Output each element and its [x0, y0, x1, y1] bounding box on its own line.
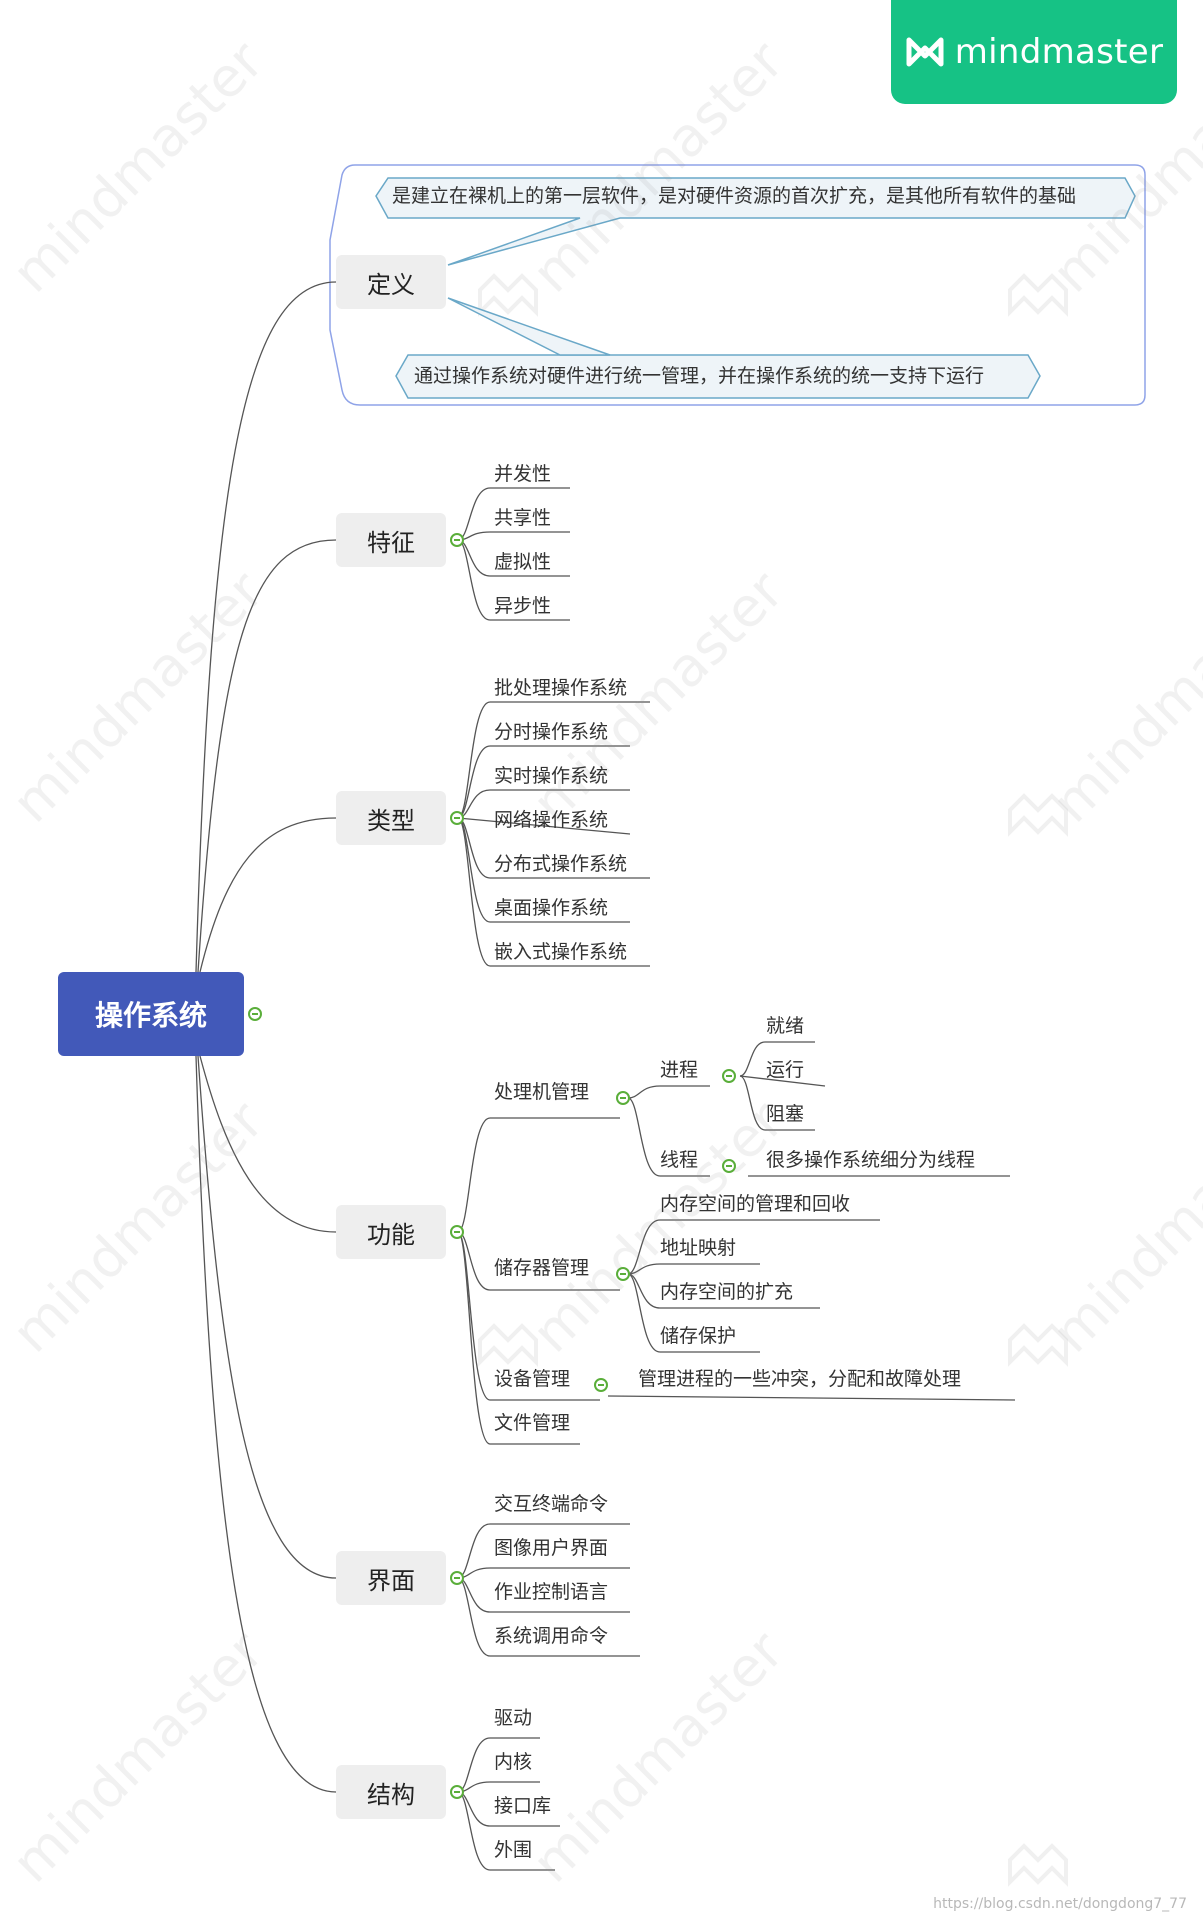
- types-collapse-toggle[interactable]: [450, 811, 464, 825]
- memory-item: 地址映射: [660, 1237, 737, 1259]
- watermark: mindmaster: [1040, 1089, 1203, 1365]
- connector-root-definition: [195, 281, 337, 973]
- logo-text: mindmaster: [954, 32, 1164, 72]
- branch-interface[interactable]: 界面: [336, 1551, 446, 1605]
- root-collapse-toggle[interactable]: [248, 1007, 262, 1021]
- connector-root-types: [199, 817, 337, 973]
- types-item: 实时操作系统: [494, 765, 609, 787]
- definition-group-frame: [329, 164, 1146, 406]
- branch-interface-label: 界面: [367, 1566, 415, 1595]
- connector-root-interface: [197, 1055, 337, 1579]
- structure-item: 外围: [494, 1839, 533, 1861]
- watermark: mindmaster: [0, 1619, 276, 1895]
- root-node[interactable]: 操作系统: [58, 972, 244, 1056]
- watermark-logo-icon: [478, 1323, 538, 1367]
- branch-functions-label: 功能: [367, 1220, 415, 1249]
- thread-node: 线程: [660, 1149, 699, 1171]
- memory-item: 内存空间的管理和回收: [660, 1193, 851, 1215]
- structure-item: 内核: [494, 1751, 533, 1773]
- types-item: 分布式操作系统: [494, 853, 628, 875]
- watermark: mindmaster: [0, 559, 276, 835]
- branch-functions[interactable]: 功能: [336, 1205, 446, 1259]
- interface-item: 系统调用命令: [494, 1625, 609, 1647]
- process-state: 阻塞: [766, 1103, 805, 1125]
- root-label: 操作系统: [94, 999, 207, 1032]
- definition-note-2-pointer: [447, 297, 611, 356]
- types-item: 分时操作系统: [494, 721, 609, 743]
- footer-url: https://blog.csdn.net/dongdong7_77: [933, 1896, 1187, 1912]
- memory-item: 储存保护: [660, 1325, 737, 1347]
- types-item: 嵌入式操作系统: [494, 941, 628, 963]
- thread-collapse-toggle[interactable]: [722, 1159, 736, 1173]
- memory-item: 内存空间的扩充: [660, 1281, 794, 1303]
- watermark-logo-icon: [1008, 273, 1068, 317]
- watermark-logo-icon: [1008, 1323, 1068, 1367]
- watermarks: [478, 273, 1068, 1887]
- memory-management: 储存器管理: [494, 1257, 590, 1279]
- branch-types-label: 类型: [367, 806, 415, 835]
- watermark: mindmaster: [520, 1619, 796, 1895]
- watermark: mindmaster: [520, 1089, 796, 1365]
- branch-features-label: 特征: [367, 528, 415, 557]
- features-item: 虚拟性: [494, 551, 552, 573]
- definition-note-2-callout: [395, 354, 1041, 399]
- structure-collapse-toggle[interactable]: [450, 1785, 464, 1799]
- file-management: 文件管理: [494, 1412, 571, 1434]
- functions-collapse-toggle[interactable]: [450, 1225, 464, 1239]
- types-item: 批处理操作系统: [494, 677, 628, 699]
- device-management: 设备管理: [494, 1368, 571, 1390]
- branch-structure[interactable]: 结构: [336, 1765, 446, 1819]
- device-note: 管理进程的一些冲突，分配和故障处理: [638, 1368, 962, 1390]
- process-collapse-toggle[interactable]: [722, 1069, 736, 1083]
- watermark: mindmaster: [520, 29, 796, 305]
- memory-collapse-toggle[interactable]: [616, 1267, 630, 1281]
- watermark-logo-icon: [1008, 1843, 1068, 1887]
- process-node: 进程: [660, 1059, 699, 1081]
- connector-root-functions: [199, 1055, 337, 1233]
- watermark: mindmaster: [0, 1089, 276, 1365]
- types-item: 桌面操作系统: [494, 897, 609, 919]
- mindmaster-logo: mindmaster: [891, 0, 1177, 104]
- interface-item: 交互终端命令: [494, 1493, 609, 1515]
- definition-note-1-callout: [375, 177, 1136, 266]
- structure-item: 接口库: [494, 1795, 552, 1817]
- mindmaster-logo-icon: [906, 37, 944, 67]
- process-state: 运行: [766, 1059, 805, 1081]
- branch-structure-label: 结构: [367, 1780, 415, 1809]
- watermark-logo-icon: [1008, 793, 1068, 837]
- structure-item: 驱动: [494, 1707, 533, 1729]
- branch-definition-label: 定义: [367, 270, 415, 299]
- branch-features[interactable]: 特征: [336, 513, 446, 567]
- watermark-logo-icon: [478, 273, 538, 317]
- interface-item: 作业控制语言: [494, 1581, 609, 1603]
- features-item: 并发性: [494, 463, 552, 485]
- processor-management: 处理机管理: [494, 1081, 590, 1103]
- process-state: 就绪: [766, 1015, 805, 1037]
- watermark: mindmaster: [0, 29, 276, 305]
- watermark: mindmaster: [1040, 559, 1203, 835]
- features-item: 共享性: [494, 507, 552, 529]
- definition-note-2: 通过操作系统对硬件进行统一管理，并在操作系统的统一支持下运行: [414, 365, 985, 387]
- features-item: 异步性: [494, 595, 552, 617]
- branch-definition[interactable]: 定义: [336, 255, 446, 309]
- processor-collapse-toggle[interactable]: [616, 1091, 630, 1105]
- interface-item: 图像用户界面: [494, 1537, 609, 1559]
- types-item: 网络操作系统: [494, 809, 609, 831]
- thread-note: 很多操作系统细分为线程: [766, 1149, 976, 1171]
- interface-collapse-toggle[interactable]: [450, 1571, 464, 1585]
- features-collapse-toggle[interactable]: [450, 533, 464, 547]
- branch-types[interactable]: 类型: [336, 791, 446, 845]
- definition-note-1: 是建立在裸机上的第一层软件，是对硬件资源的首次扩充，是其他所有软件的基础: [392, 185, 1077, 207]
- device-collapse-toggle[interactable]: [594, 1378, 608, 1392]
- connector-root-features: [197, 539, 337, 973]
- connector-root-structure: [195, 1055, 337, 1793]
